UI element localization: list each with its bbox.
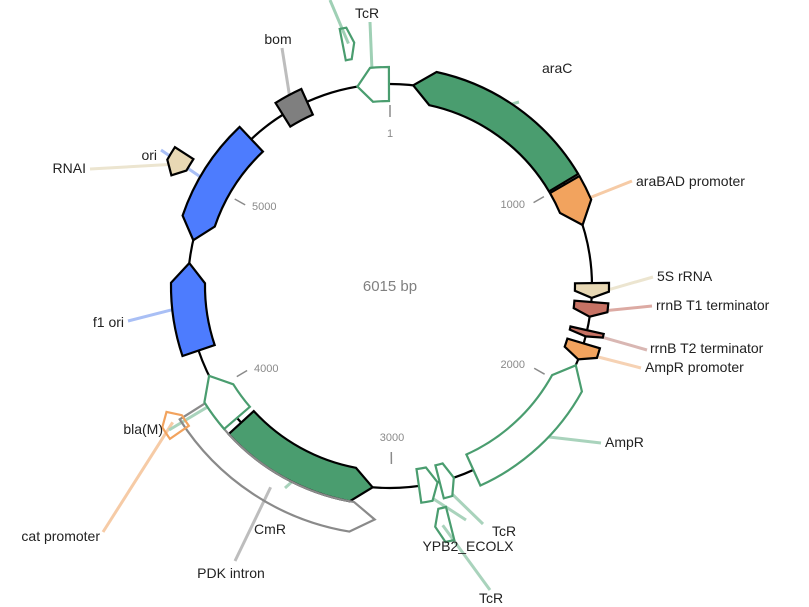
- features: [161, 26, 611, 544]
- feature-backdrop: [357, 67, 389, 102]
- feature-bom[interactable]: [273, 87, 315, 129]
- feature-label-f1-ori[interactable]: f1 ori: [93, 314, 124, 330]
- label-line-f1-ori: [127, 307, 177, 323]
- feature-backdrop: [435, 463, 454, 499]
- feature-ampr[interactable]: [464, 363, 584, 487]
- tick-label-1000: 1000: [501, 199, 525, 211]
- feature-label-ampr[interactable]: AmpR: [605, 434, 644, 450]
- feature-tcr[interactable]: [355, 65, 391, 103]
- feature-label-tcr-bottom-right[interactable]: TcR: [492, 523, 516, 539]
- feature-pdk-intron[interactable]: [178, 401, 377, 533]
- tick-mark-4000: [236, 369, 248, 378]
- feature-ampr-promoter[interactable]: [563, 337, 602, 361]
- feature-5s-rrna[interactable]: [573, 281, 611, 300]
- feature-arabad-promoter[interactable]: [548, 174, 593, 227]
- feature-tcr[interactable]: [434, 462, 455, 500]
- feature-f1-ori[interactable]: [169, 261, 217, 358]
- label-line-ampr: [543, 434, 602, 445]
- tick-label-4000: 4000: [254, 363, 278, 375]
- label-line-tcr-small-top: [328, 0, 350, 45]
- feature-label-cat-promoter[interactable]: cat promoter: [21, 528, 100, 544]
- feature-label-rrnb-t2[interactable]: rrnB T2 terminator: [650, 340, 764, 356]
- feature-bla-m-[interactable]: [203, 374, 252, 431]
- tick-label-1: 1: [387, 128, 393, 140]
- label-line-5s-rrna: [604, 275, 654, 293]
- label-line-tcr: [449, 491, 485, 526]
- tick-mark-5000: [234, 198, 246, 206]
- feature-tcr-small-top[interactable]: [338, 26, 356, 62]
- feature-arac[interactable]: [411, 70, 580, 193]
- feature-ori[interactable]: [181, 125, 265, 242]
- feature-label-bom[interactable]: bom: [264, 31, 291, 47]
- feature-ypb2-ecolx[interactable]: [415, 466, 439, 504]
- tick-marks: [234, 105, 545, 465]
- tick-label-5000: 5000: [252, 201, 276, 213]
- feature-label-arabad-promoter[interactable]: araBAD promoter: [636, 173, 745, 189]
- feature-tcr[interactable]: [434, 505, 456, 544]
- label-line-cat-promoter: [101, 421, 174, 533]
- feature-cat-promoter[interactable]: [161, 410, 191, 441]
- feature-rrnb-t2-terminator[interactable]: [568, 325, 606, 339]
- tick-label-2000: 2000: [501, 359, 525, 371]
- feature-label-tcr-top[interactable]: TcR: [355, 5, 379, 21]
- label-line-tcr: [441, 524, 492, 591]
- feature-label-rrnb-t1[interactable]: rrnB T1 terminator: [656, 297, 770, 313]
- feature-label-cmr[interactable]: CmR: [254, 521, 286, 537]
- label-line-ypb2-ecolx: [429, 495, 467, 522]
- feature-label-ypb2-ecolx[interactable]: YPB2_ECOLX: [422, 538, 514, 554]
- feature-label-rnai[interactable]: RNAI: [53, 160, 86, 176]
- feature-label-tcr-bottom[interactable]: TcR: [479, 590, 503, 606]
- feature-label-pdk-intron[interactable]: PDK intron: [197, 565, 265, 581]
- label-line-rrnb-t2-terminator: [598, 334, 648, 352]
- label-line-bom: [280, 47, 292, 100]
- feature-label-5s-rrna[interactable]: 5S rRNA: [657, 268, 713, 284]
- feature-label-ori[interactable]: ori: [141, 147, 157, 163]
- feature-label-arac[interactable]: araC: [542, 60, 572, 76]
- tick-mark-2000: [533, 367, 545, 375]
- feature-backdrop: [466, 365, 582, 486]
- label-line-ampr-promoter: [593, 354, 642, 370]
- tick-mark-1000: [533, 195, 545, 204]
- feature-label-ampr-promoter[interactable]: AmpR promoter: [645, 359, 744, 375]
- label-line-rrnb-t1-terminator: [603, 304, 653, 313]
- feature-cmr[interactable]: [227, 409, 375, 503]
- tick-label-3000: 3000: [380, 432, 404, 444]
- label-line-pdk-intron: [233, 486, 272, 562]
- feature-rrnb-t1-terminator[interactable]: [572, 299, 610, 318]
- feature-label-bla-m[interactable]: bla(M): [123, 421, 163, 437]
- label-line-arabad-promoter: [586, 179, 633, 201]
- label-line-rnai: [89, 162, 178, 171]
- label-line-tcr: [368, 21, 374, 72]
- feature-rnai[interactable]: [166, 145, 195, 177]
- plasmid-size-label: 6015 bp: [363, 278, 417, 295]
- label-line-bla-m-: [168, 403, 212, 432]
